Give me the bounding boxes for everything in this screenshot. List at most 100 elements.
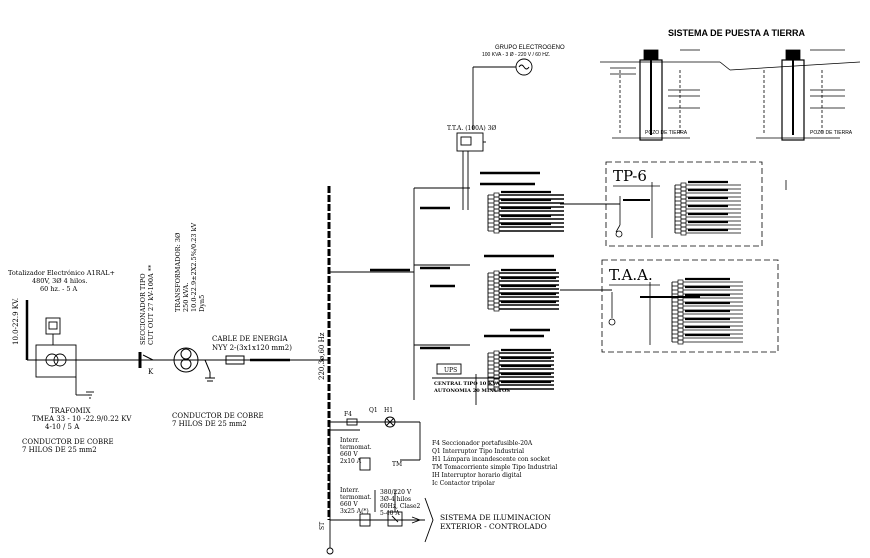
taa-title: T.A.A. [609, 266, 653, 284]
feeder-circuit [488, 222, 564, 230]
feeder-circuit [675, 228, 741, 236]
breaker-symbol [493, 228, 500, 234]
transformer-line4: Dyn5 [198, 295, 206, 312]
sine-icon [518, 64, 530, 70]
breaker-symbol [680, 186, 687, 192]
breaker-symbol [677, 287, 684, 293]
generator-title: GRUPO ELECTROGENO [495, 45, 565, 51]
breaker-symbol [677, 327, 684, 333]
cable-line2: NYY 2-(3x1x120 mm2) [212, 344, 292, 352]
breaker-symbol [493, 306, 500, 312]
ups-unit: UPS CENTRAL TIPO 10 KVA AUTONOMIA 20 MIN… [432, 363, 510, 405]
breaker-symbol [493, 200, 500, 206]
breaker-symbol [493, 362, 500, 368]
breaker2-l2: termomat. [340, 494, 372, 501]
disconnector-line2: CUT OUT 27 kV-100A ** [147, 264, 155, 345]
disconnector-line1: SECCIONADOR TIPO [139, 273, 147, 345]
breaker-symbol [493, 298, 500, 304]
breaker-symbol [493, 358, 500, 364]
breaker-symbol [493, 350, 500, 356]
breaker-symbol [677, 311, 684, 317]
breaker-symbol [493, 286, 500, 292]
feeder-circuit [488, 198, 564, 206]
feeder-circuit [488, 228, 564, 234]
breaker-symbol [680, 198, 687, 204]
contactor-l1: 380/220 V [380, 489, 412, 496]
breaker-symbol [493, 354, 500, 360]
ground-main-line1: CONDUCTOR DE COBRE [22, 438, 114, 446]
ground-transformer-line1: CONDUCTOR DE COBRE [172, 412, 264, 420]
feeder-circuit [672, 301, 743, 309]
system-line1: SISTEMA DE ILUMINACION [440, 513, 551, 522]
trafomix-line2: TMEA 33 - 10 -22.9/0.22 KV [32, 415, 132, 423]
breaker-symbol [680, 230, 687, 236]
generator: GRUPO ELECTROGENO 100 KVA - 3 Ø - 220 V … [472, 45, 565, 130]
meter-box [45, 317, 61, 335]
breaker-symbol [493, 274, 500, 280]
trafomix-line1: TRAFOMIX [50, 407, 91, 415]
breaker-symbol [493, 370, 500, 376]
breaker1-l1: Interr. [340, 437, 359, 444]
taa-frame [601, 259, 779, 353]
meter-line2: 480V, 3Ø 4 hilos. [32, 277, 88, 285]
branch-3-feeders [420, 328, 554, 392]
disconnector: SECCIONADOR TIPO CUT OUT 27 kV-100A ** K [138, 264, 155, 376]
trafomix-box [35, 344, 77, 378]
branch-2-feeders [420, 254, 559, 312]
legend-item: H1 Lámpara incandescente con socket [432, 456, 551, 463]
legend-item: TM Tomacorriente simple Tipo Industrial [432, 464, 557, 471]
feeder-circuit [672, 309, 743, 317]
feeder-circuit [675, 212, 741, 220]
breaker-symbol [677, 279, 684, 285]
breaker1-l4: 2x10 A [340, 458, 362, 465]
breaker-symbol [677, 283, 684, 289]
incoming-voltage: 10.0-22.9 KV. [12, 298, 20, 345]
legend-item: Ic Contactor tripolar [432, 480, 495, 487]
breaker-symbol [677, 335, 684, 341]
feeder-circuit [488, 364, 554, 372]
pit-label-left: POZO DE TIERRA [645, 130, 688, 136]
contactor-l3: 60Hz, Clase2 [380, 503, 421, 510]
legend-item: IH Interruptor horario digital [432, 472, 522, 479]
breaker-symbol [493, 220, 500, 226]
feeder-circuit [488, 190, 564, 198]
breaker-symbol [677, 307, 684, 313]
feeder-circuit [488, 214, 564, 222]
breaker-symbol [680, 214, 687, 220]
contactor-l4: 5-40 A [380, 510, 400, 517]
breaker-symbol [680, 218, 687, 224]
breaker1-l2: termomat. [340, 444, 372, 451]
feeder-circuit [488, 300, 559, 308]
breaker-symbol [680, 202, 687, 208]
feeder-circuit [488, 284, 559, 292]
feeder-circuit [672, 285, 743, 293]
meter-line3: 60 hz. - 5 A [40, 285, 78, 293]
meter-trafomix: Totalizador Electrónico A1RAL+ 480V, 3Ø … [8, 269, 132, 454]
breaker-symbol [493, 278, 500, 284]
panel-taa: T.A.A. [601, 259, 779, 353]
pit-label-right: POZO DE TIERRA [810, 130, 853, 136]
ups-box [436, 363, 462, 375]
taa-feeders [640, 277, 743, 345]
tta-label: T.T.A. (100A) 3Ø [447, 125, 496, 132]
breaker-symbol [677, 291, 684, 297]
meter-line1: Totalizador Electrónico A1RAL+ [8, 269, 115, 277]
breaker-symbol [680, 206, 687, 212]
tp6-title: TP-6 [613, 167, 647, 185]
breaker-symbol [680, 190, 687, 196]
breaker-symbol [493, 216, 500, 222]
tp6-feeders [623, 180, 741, 236]
lighting-circuit: ST F4 Q1 H1 TM Interr. termomat. 660 V 2… [319, 407, 551, 555]
breaker-symbol [677, 323, 684, 329]
transformer-line1: TRANSFORMADOR: 3Ø [174, 233, 182, 312]
breaker-symbol [493, 204, 500, 210]
f4-label: F4 [344, 411, 352, 418]
trafomix-line3: 4-10 / 5 A [45, 423, 80, 431]
breaker-symbol [493, 270, 500, 276]
feeder-circuit [488, 206, 564, 214]
tm-label: TM [392, 461, 402, 468]
breaker-symbol [677, 331, 684, 337]
feeder-circuit [488, 306, 559, 312]
transformer-symbol [173, 347, 199, 373]
